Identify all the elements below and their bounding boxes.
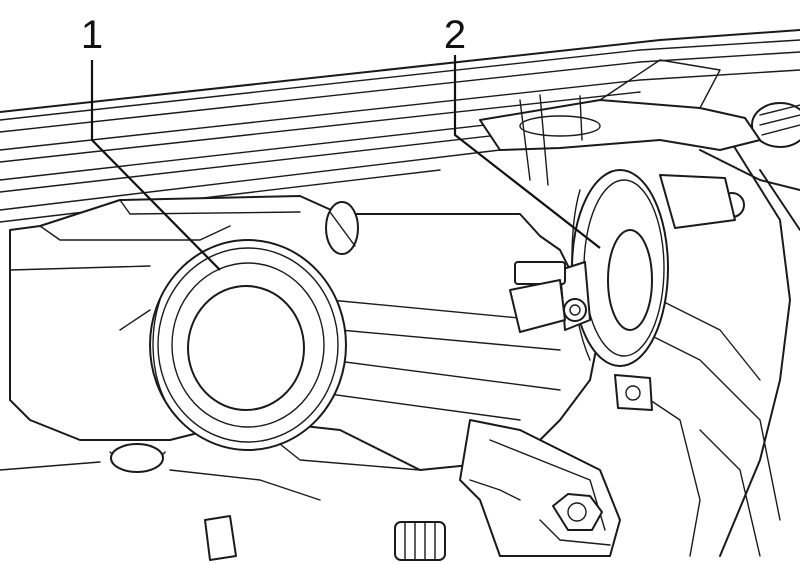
clip-fastener xyxy=(325,201,359,255)
leader-line-1 xyxy=(90,60,221,271)
horn-2 xyxy=(559,169,669,367)
square-bracket xyxy=(614,374,653,411)
side-frame xyxy=(619,102,800,557)
callout-leaders xyxy=(90,55,601,271)
upper-bracket xyxy=(479,59,761,186)
horn-1 xyxy=(119,239,347,451)
lower-bracket xyxy=(459,419,621,557)
lower-hoses xyxy=(0,443,446,561)
callout-number-2: 2 xyxy=(444,13,466,57)
callout-number-1: 1 xyxy=(81,13,103,57)
mounting-bolt-upper xyxy=(509,174,745,333)
lower-nut xyxy=(539,493,611,546)
leader-line-2 xyxy=(453,55,601,249)
grille-slats xyxy=(0,29,800,223)
